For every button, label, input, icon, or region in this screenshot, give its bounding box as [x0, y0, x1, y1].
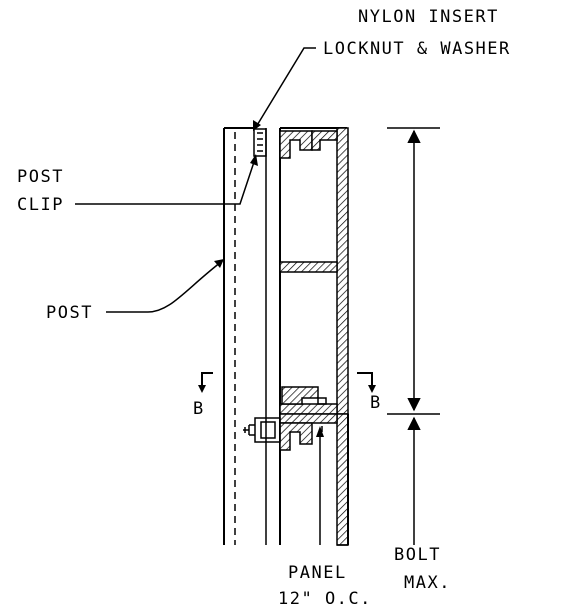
post — [223, 127, 254, 545]
section-label-left: B — [193, 399, 205, 419]
label-nylon-insert: NYLON INSERT — [358, 7, 499, 27]
leader-panel — [316, 426, 324, 545]
bottom-bolt-assembly — [243, 397, 327, 443]
upper-panel-extrusion — [279, 127, 349, 415]
leader-post — [106, 259, 224, 313]
label-max: MAX. — [404, 573, 451, 593]
label-panel-spacing: 12" O.C. — [278, 589, 372, 609]
panel-rails — [265, 127, 347, 545]
label-post-clip-line2: CLIP — [17, 195, 64, 215]
dimension-bolt-max — [387, 127, 440, 545]
label-post: POST — [46, 303, 93, 323]
leader-locknut — [253, 47, 316, 131]
section-marker-right: B — [357, 372, 382, 413]
label-panel: PANEL — [288, 563, 347, 583]
leader-post-clip — [75, 154, 258, 205]
label-post-clip-line1: POST — [17, 167, 64, 187]
section-marker-left: B — [193, 372, 213, 419]
lower-panel-extrusion — [279, 386, 349, 546]
top-post-clip — [253, 128, 267, 157]
section-label-right: B — [370, 393, 382, 413]
label-locknut-washer: LOCKNUT & WASHER — [323, 39, 511, 59]
label-bolt: BOLT — [394, 545, 441, 565]
